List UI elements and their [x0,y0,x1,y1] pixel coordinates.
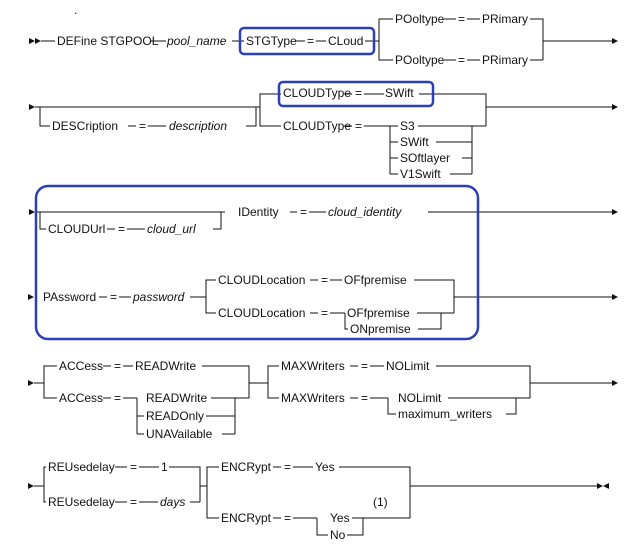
continue-arrow [29,209,35,215]
identity-keyword: IDentity [238,205,279,219]
equals-sign: = [355,119,362,133]
stray-dot: . [74,3,77,17]
cloudlocation-keyword-default: CLOUDLocation [218,273,305,287]
pooltype-value-default: PRimary [482,12,528,26]
access-keyword-default: ACCess [59,359,103,373]
cloudtype-keyword: CLOUDType [283,119,351,133]
description-keyword: DESCription [52,119,118,133]
fragment-cloudurl: CLOUDUrl = cloud_url IDentity = cloud_id… [29,205,618,236]
equals-sign: = [114,391,121,405]
credentials-highlight [34,184,480,341]
fragment-password: PAssword = password CLOUDLocation = OFfp… [28,273,618,336]
continue-arrow [612,294,618,300]
cloudtype-option-v1swift: V1Swift [400,167,441,181]
cloudtype-highlight [277,80,435,108]
equals-sign: = [321,273,328,287]
encrypt-value-default: Yes [315,460,335,474]
cloudlocation-keyword: CLOUDLocation [218,306,305,320]
encrypt-keyword-default: ENCRypt [221,460,272,474]
equals-sign: = [139,119,146,133]
continue-arrow [28,294,34,300]
equals-sign: = [361,391,368,405]
maxwriters-keyword-default: MAXWriters [281,359,345,373]
password-variable: password [132,290,185,304]
continue-arrow [612,38,618,44]
equals-sign: = [130,495,137,509]
cloudtype-value-default: SWift [385,86,414,100]
equals-sign: = [458,53,465,67]
equals-sign: = [114,359,121,373]
cloudtype-keyword-default: CLOUDType [283,86,351,100]
continue-arrow [29,104,35,110]
cloudtype-option-swift: SWift [400,135,429,149]
pool-name-variable: pool_name [166,34,227,48]
password-keyword: PAssword [43,290,96,304]
continue-arrow [612,104,618,110]
footnote-marker: (1) [373,495,388,509]
days-variable: days [160,495,185,509]
equals-sign: = [300,205,307,219]
cloudtype-option-s3: S3 [400,119,415,133]
cloudlocation-option-onpremise: ONpremise [350,322,411,336]
stgtype-value: CLoud [328,34,363,48]
maxwriters-keyword: MAXWriters [281,391,345,405]
fragment-define: DEFine STGPOOL pool_name STGType = CLoud… [29,12,618,67]
cloud-identity-variable: cloud_identity [328,205,402,219]
equals-sign: = [355,86,362,100]
equals-sign: = [361,359,368,373]
maxwriters-value-default: NOLimit [386,359,430,373]
encrypt-keyword: ENCRypt [221,511,272,525]
end-arrow [597,483,603,489]
fragment-reusedelay-encrypt: REUsedelay = 1 REUsedelay = days ENCRypt… [28,460,609,542]
encrypt-option-no: No [330,528,346,542]
access-option-readwrite: READWrite [146,391,207,405]
reusedelay-value-default: 1 [161,460,168,474]
description-variable: description [169,119,227,133]
access-option-readonly: READOnly [146,409,204,423]
equals-sign: = [284,460,291,474]
equals-sign: = [110,290,117,304]
access-value-default: READWrite [135,359,196,373]
cloudurl-keyword: CLOUDUrl [48,222,105,236]
cloud-url-variable: cloud_url [147,222,196,236]
fragment-description-cloudtype: DESCription = description CLOUDType = SW… [29,80,618,181]
pooltype-keyword: POoltype [395,53,445,67]
equals-sign: = [307,34,314,48]
equals-sign: = [130,460,137,474]
continue-arrow [28,380,34,386]
maxwriters-option-maximum-writers: maximum_writers [398,407,492,421]
continue-arrow [612,209,618,215]
reusedelay-keyword-default: REUsedelay [48,460,115,474]
maxwriters-option-nolimit: NOLimit [398,391,442,405]
pooltype-value: PRimary [482,53,528,67]
stgtype-keyword: STGType [246,34,297,48]
cloudlocation-option-offpremise: OFfpremise [347,306,410,320]
access-keyword: ACCess [59,391,103,405]
continue-arrow [28,483,34,489]
start-arrow [29,38,35,44]
equals-sign: = [284,511,291,525]
equals-sign: = [118,222,125,236]
pooltype-keyword-default: POoltype [395,12,445,26]
continue-arrow [612,380,618,386]
reusedelay-keyword: REUsedelay [48,495,115,509]
equals-sign: = [321,306,328,320]
fragment-access-maxwriters: ACCess = READWrite ACCess = READWrite RE… [28,359,618,441]
access-option-unavailable: UNAVailable [146,427,213,441]
define-command: DEFine STGPOOL [57,34,159,48]
encrypt-option-yes: Yes [330,511,350,525]
cloudtype-option-softlayer: SOftlayer [400,151,450,165]
stgtype-highlight [238,26,376,56]
cloudlocation-value-default: OFfpremise [344,273,407,287]
equals-sign: = [458,12,465,26]
